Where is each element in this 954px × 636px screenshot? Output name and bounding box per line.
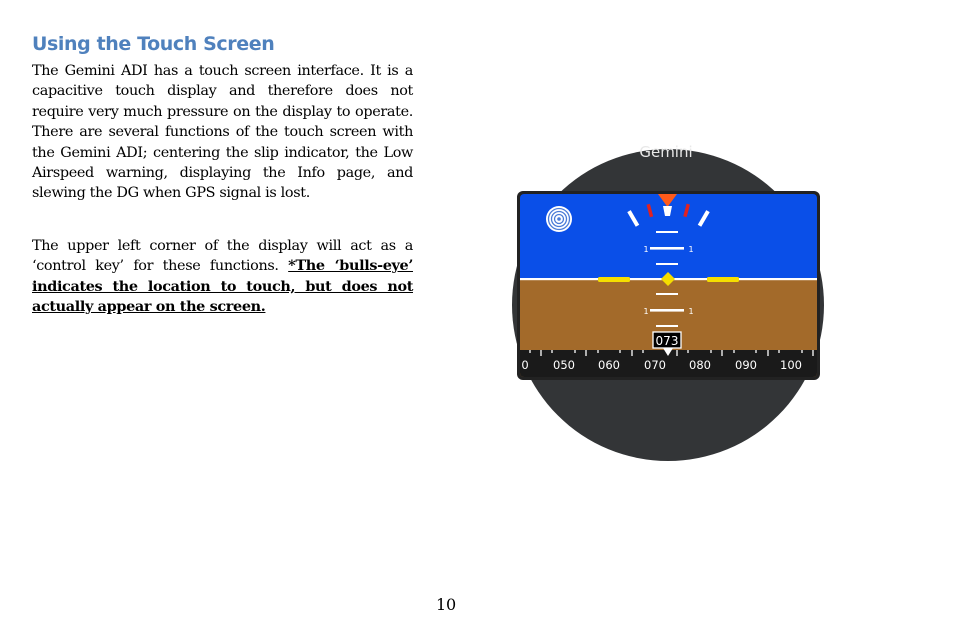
paragraph-touch-screen-intro: The Gemini ADI has a touch screen interf…: [32, 61, 413, 204]
heading-label: 060: [598, 358, 620, 372]
heading-ticks: [529, 350, 814, 356]
heading-scale-labels: 0 050 060 070 080 090 100: [521, 358, 802, 372]
paragraph-2-text: The upper left corner of the display wil…: [32, 238, 413, 275]
heading-label: 050: [553, 358, 575, 372]
heading-label: 100: [780, 358, 802, 372]
pitch-label-down-right: 1: [688, 307, 693, 316]
bulls-eye-icon[interactable]: [546, 206, 572, 232]
roll-pointer-icon: [658, 194, 677, 216]
page-number: 10: [436, 595, 456, 614]
bank-angle-marks: [627, 203, 710, 227]
heading-pointer-icon: [663, 348, 673, 356]
pitch-ladder: 1 1 1 1: [643, 231, 694, 327]
section-heading: Using the Touch Screen: [32, 33, 275, 55]
brand-label: Gemini: [639, 143, 692, 161]
heading-label: 090: [735, 358, 757, 372]
heading-label: 0: [521, 358, 528, 372]
pitch-label-down-left: 1: [643, 307, 648, 316]
paragraph-control-key: The upper left corner of the display wil…: [32, 236, 413, 318]
pitch-label-up-left: 1: [643, 245, 648, 254]
heading-readout: 073: [652, 331, 682, 349]
pitch-label-up-right: 1: [688, 245, 693, 254]
gemini-adi-instrument: Gemini: [512, 143, 824, 461]
heading-label: 080: [689, 358, 711, 372]
paragraph-1-text: The Gemini ADI has a touch screen interf…: [32, 63, 413, 202]
attitude-display: 1 1 1 1: [520, 194, 817, 377]
heading-label: 070: [644, 358, 666, 372]
bulls-eye-note: *The ‘bulls-eye’ indicates the location …: [32, 257, 413, 316]
heading-readout-value: 073: [656, 334, 679, 348]
aircraft-symbol-icon: [598, 272, 739, 286]
